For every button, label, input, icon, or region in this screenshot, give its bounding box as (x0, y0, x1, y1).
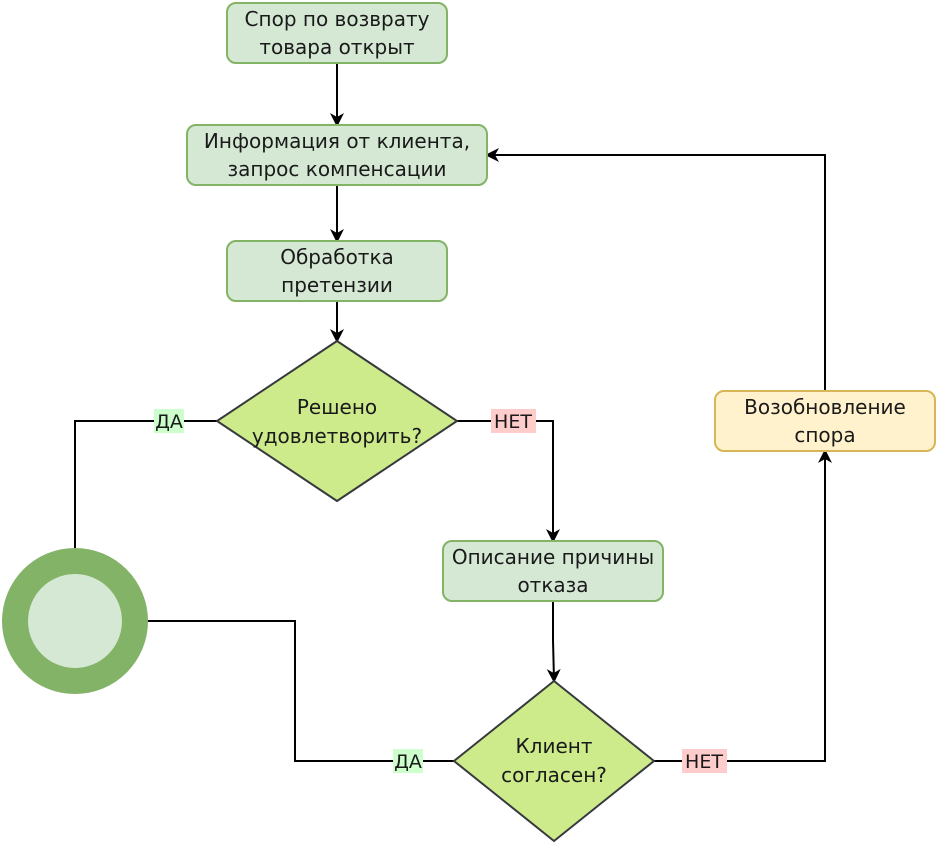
edge-label-d2-no: НЕТ (682, 749, 727, 773)
edge-label-d2-yes-text: ДА (394, 751, 422, 773)
node-decision2[interactable]: Клиент согласен? (452, 679, 656, 843)
node-reopen-line2: спора (794, 423, 855, 447)
node-process-line2: претензии (281, 273, 393, 297)
node-decision1-shape (215, 339, 459, 503)
edge-decision2-yes-to-end (133, 614, 454, 762)
edge-label-d1-no-bg (491, 409, 536, 433)
edge-decision1-no-to-reason (457, 420, 560, 543)
edge-label-d1-no: НЕТ (491, 409, 536, 433)
node-reason-line2: отказа (517, 573, 588, 597)
edge-decision2-no-to-reopen (654, 449, 832, 762)
edge-label-d2-no-text: НЕТ (685, 751, 723, 773)
node-info[interactable]: Информация от клиента, запрос компенсаци… (186, 124, 488, 186)
edge-reason-to-decision2 (546, 601, 561, 683)
node-start-line2: товара открыт (259, 35, 415, 59)
edge-label-d1-yes: ДА (154, 409, 184, 433)
node-info-line2: запрос компенсации (228, 157, 447, 181)
node-decision1-line2: удовлетворить? (252, 424, 422, 448)
edge-label-d2-yes: ДА (393, 749, 423, 773)
node-decision2-shape (452, 679, 656, 843)
node-reason-shape (442, 540, 664, 602)
node-reopen-line1: Возобновление (744, 395, 906, 419)
node-process-line1: Обработка (280, 245, 394, 269)
node-start[interactable]: Спор по возврату товара открыт (226, 2, 448, 64)
node-decision1[interactable]: Решено удовлетворить? (215, 339, 459, 503)
edge-label-d2-no-bg (682, 749, 727, 773)
edge-label-d1-yes-bg (154, 409, 184, 433)
node-decision2-line2: согласен? (501, 763, 607, 787)
edge-decision1-yes-to-end (68, 420, 217, 563)
edge-label-d1-yes-text: ДА (155, 411, 183, 433)
node-reason[interactable]: Описание причины отказа (442, 540, 664, 602)
node-process-shape (226, 240, 448, 302)
node-info-line1: Информация от клиента, (204, 129, 470, 153)
node-start-line1: Спор по возврату (245, 7, 430, 31)
node-end-inner-circle (28, 574, 122, 668)
node-start-shape (226, 2, 448, 64)
node-decision2-line1: Клиент (515, 734, 592, 758)
edge-label-d1-no-text: НЕТ (494, 411, 532, 433)
node-reopen-shape (714, 390, 936, 452)
node-reason-line1: Описание причины (452, 545, 654, 569)
node-end[interactable] (2, 548, 148, 694)
node-info-shape (186, 124, 488, 186)
edge-label-d2-yes-bg (393, 749, 423, 773)
edge-reopen-to-info (485, 148, 826, 391)
node-decision1-line1: Решено (297, 395, 377, 419)
node-reopen[interactable]: Возобновление спора (714, 390, 936, 452)
node-process[interactable]: Обработка претензии (226, 240, 448, 302)
